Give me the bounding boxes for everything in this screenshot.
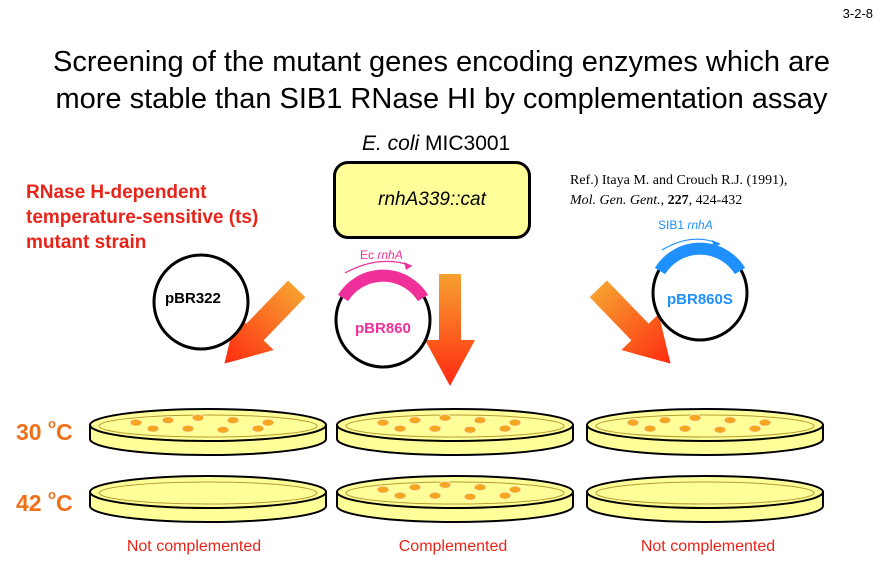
colony — [473, 416, 487, 425]
ts-label-line-2: temperature-sensitive (ts) — [26, 207, 259, 228]
petri-dish-pbr860-42c — [336, 475, 574, 523]
genotype-label: rnhA339::cat — [378, 189, 486, 210]
colony — [678, 424, 692, 433]
colony — [508, 485, 522, 494]
colony — [191, 413, 205, 422]
plasmid-name-pbr860: pBR860 — [355, 320, 411, 337]
colony — [498, 491, 512, 500]
reference-pages: , 424-432 — [688, 193, 743, 208]
sib1-rnha-arrowhead — [712, 240, 720, 248]
colony — [181, 424, 195, 433]
title-line-1: Screening of the mutant genes encoding e… — [52, 46, 831, 78]
petri-dish-pbr860-30c — [336, 408, 574, 456]
reference-line-1: Ref.) Itaya M. and Crouch R.J. (1991), — [570, 173, 788, 188]
strain-name: MIC3001 — [425, 132, 511, 155]
reference-line-2: Mol. Gen. Gent., 227, 424-432 — [570, 193, 743, 208]
colony — [226, 416, 240, 425]
colony — [129, 418, 143, 427]
arrow-right — [589, 280, 671, 364]
temperature-42c: 42 oC — [16, 487, 73, 516]
reference-volume: 227 — [667, 193, 689, 208]
arrow-left — [224, 280, 306, 364]
ts-mutant-label: RNase H-dependent temperature-sensitive … — [26, 180, 258, 255]
slide-title: Screening of the mutant genes encoding e… — [0, 44, 883, 118]
colony — [408, 416, 422, 425]
colony — [146, 424, 160, 433]
plasmid-name-pbr322: pBR322 — [165, 290, 221, 307]
colony — [626, 418, 640, 427]
insert-ec-rnha-arc — [337, 269, 429, 302]
petri-dish-pbr860s-30c — [586, 408, 824, 456]
colony — [261, 418, 275, 427]
colony — [498, 424, 512, 433]
colony — [428, 491, 442, 500]
result-pbr860: Complemented — [398, 538, 508, 555]
slide-number: 3-2-8 — [842, 6, 873, 21]
colony — [428, 424, 442, 433]
colony — [251, 424, 265, 433]
reference-citation: Ref.) Itaya M. and Crouch R.J. (1991), M… — [570, 171, 787, 211]
temperature-30c: 30 oC — [16, 416, 73, 445]
colony — [161, 416, 175, 425]
colony — [688, 413, 702, 422]
colony — [748, 424, 762, 433]
title-line-2: more stable than SIB1 RNase HI by comple… — [55, 83, 828, 115]
result-pbr860s: Not complemented — [640, 538, 776, 555]
arrow-center — [425, 274, 475, 386]
insert-sib1-rnha-arc — [654, 242, 746, 275]
ts-label-line-1: RNase H-dependent — [26, 182, 207, 203]
colony — [713, 425, 727, 434]
colony — [376, 485, 390, 494]
plasmid-pbr322 — [152, 253, 250, 351]
genotype-box: rnhA339::cat — [333, 161, 531, 239]
host-strain-label: E. coli MIC3001 — [362, 132, 510, 156]
colony — [463, 492, 477, 501]
petri-dish-pbr322-42c — [89, 475, 327, 523]
species-name: E. coli — [362, 132, 420, 155]
colony — [658, 416, 672, 425]
colony — [758, 418, 772, 427]
colony — [376, 418, 390, 427]
result-pbr322: Not complemented — [126, 538, 262, 555]
petri-dish-pbr860s-42c — [586, 475, 824, 523]
colony — [438, 413, 452, 422]
colony — [393, 491, 407, 500]
reference-journal: Mol. Gen. Gent. — [570, 193, 661, 208]
colony — [723, 416, 737, 425]
colony — [508, 418, 522, 427]
colony — [438, 480, 452, 489]
colony — [643, 424, 657, 433]
ts-label-line-3: mutant strain — [26, 232, 147, 253]
ec-rnha-arrowhead — [404, 262, 412, 270]
gene-label-ec-rnha: Ec rnhA — [360, 248, 403, 262]
colony — [463, 425, 477, 434]
petri-dish-pbr322-30c — [89, 408, 327, 456]
colony — [216, 425, 230, 434]
gene-label-sib1-rnha: SIB1 rnhA — [658, 218, 713, 232]
colony — [473, 483, 487, 492]
colony — [408, 483, 422, 492]
plasmid-name-pbr860s: pBR860S — [667, 291, 733, 308]
colony — [393, 424, 407, 433]
